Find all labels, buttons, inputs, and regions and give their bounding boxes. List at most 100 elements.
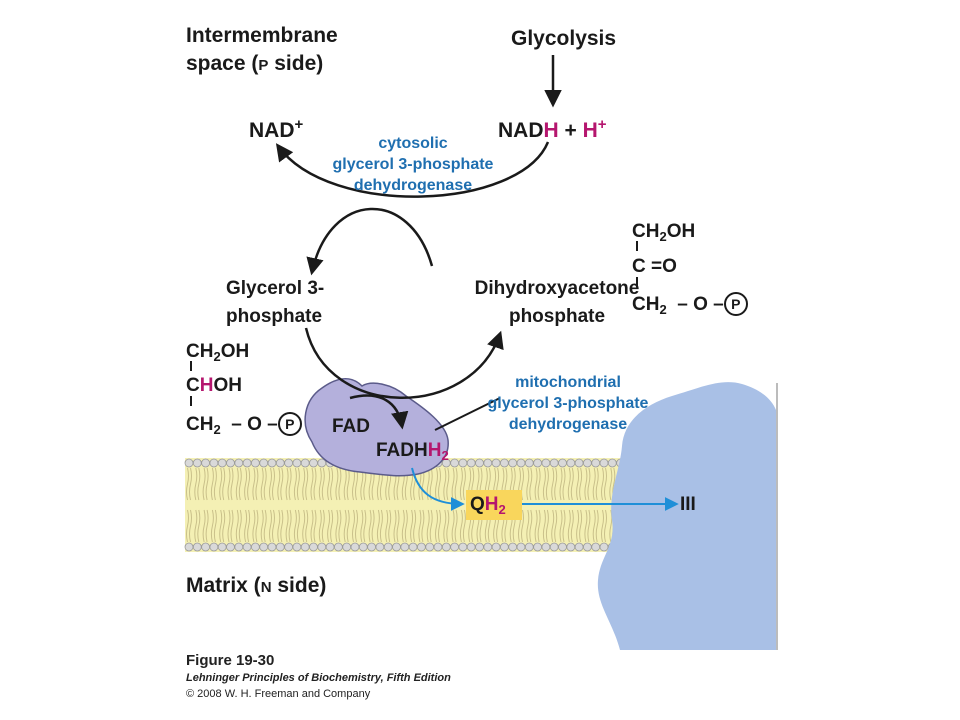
- lipid-tail: [194, 467, 198, 501]
- intermembrane-label-line2: space (P side): [186, 52, 324, 75]
- lipid-tail: [247, 509, 251, 543]
- lipid-tail: [454, 509, 458, 543]
- lipid-tail: [534, 509, 538, 543]
- lipid-tail: [604, 509, 607, 543]
- lipid-tail: [355, 467, 358, 501]
- lipid-tail: [244, 467, 248, 501]
- lipid-tail: [459, 509, 463, 543]
- lipid-tail: [335, 509, 339, 543]
- lipid-head: [234, 458, 244, 468]
- lipid-tail: [277, 509, 281, 543]
- lipid-tail: [330, 509, 334, 543]
- lipid-tail: [235, 509, 239, 543]
- lipid-head: [458, 542, 468, 552]
- lipid-head: [367, 542, 377, 552]
- lipid-head: [242, 458, 252, 468]
- lipid-tail: [385, 509, 389, 543]
- lipid-head: [533, 542, 542, 552]
- lipid-tail: [604, 467, 607, 501]
- lipid-tail: [584, 509, 588, 543]
- lipid-tail: [238, 467, 242, 501]
- lipid-tail: [338, 467, 342, 501]
- lipid-tail: [429, 467, 433, 501]
- lipid-head: [300, 542, 310, 552]
- lipid-head: [292, 458, 302, 468]
- lipid-tail: [189, 467, 192, 501]
- lipid-tail: [186, 509, 189, 543]
- lipid-head: [599, 542, 609, 552]
- lipid-tail: [302, 467, 306, 501]
- glycerol-3-phosphate-label: Glycerol 3- phosphate: [226, 278, 325, 327]
- lipid-head: [400, 542, 410, 552]
- lipid-tail: [210, 467, 214, 501]
- lipid-head: [242, 542, 252, 552]
- lipid-head: [516, 542, 526, 552]
- lipid-tail: [338, 509, 342, 543]
- lipid-tail: [559, 509, 563, 543]
- lipid-tail: [305, 467, 309, 501]
- lipid-tail: [230, 509, 234, 543]
- lipid-head: [574, 542, 584, 552]
- lipid-tail: [393, 509, 397, 543]
- lipid-tail: [197, 467, 201, 501]
- lipid-tail: [318, 509, 322, 543]
- lipid-head: [458, 458, 468, 468]
- copyright: © 2008 W. H. Freeman and Company: [186, 688, 371, 700]
- lipid-head: [217, 458, 227, 468]
- lipid-tail: [576, 467, 580, 501]
- lipid-head: [574, 458, 584, 468]
- fad-label: FAD: [332, 416, 370, 437]
- lipid-tail: [443, 467, 447, 501]
- lipid-head: [416, 542, 426, 552]
- lipid-head: [267, 458, 277, 468]
- lipid-tail: [371, 509, 375, 543]
- mito-g3p-dehydrogenase-enzyme: [304, 377, 449, 477]
- nad-plus-label: NAD+: [249, 116, 304, 142]
- lipid-tail: [318, 467, 322, 501]
- nadh-h-label: NADH + H+: [498, 116, 607, 142]
- lipid-tail: [451, 509, 455, 543]
- lipid-tail: [368, 509, 372, 543]
- lipid-tail: [537, 509, 541, 543]
- lipid-tail: [252, 509, 256, 543]
- lipid-tail: [269, 467, 272, 501]
- lipid-head: [184, 458, 194, 468]
- lipid-tail: [554, 467, 558, 501]
- lipid-tail: [277, 467, 281, 501]
- lipid-tail: [213, 509, 217, 543]
- lipid-tail: [252, 467, 256, 501]
- lipid-tail: [521, 509, 524, 543]
- lipid-tail: [352, 509, 355, 543]
- lipid-tail: [435, 467, 438, 501]
- lipid-tail: [197, 509, 201, 543]
- lipid-head: [350, 542, 360, 552]
- lipid-tail: [545, 467, 549, 501]
- lipid-head: [466, 542, 476, 552]
- lipid-head: [209, 458, 219, 468]
- lipid-head: [317, 542, 327, 552]
- lipid-head: [201, 542, 211, 552]
- lipid-tail: [227, 467, 231, 501]
- lipid-tail: [388, 509, 392, 543]
- lipid-tail: [219, 467, 223, 501]
- lipid-head: [309, 542, 318, 552]
- lipid-tail: [269, 509, 272, 543]
- intermembrane-label-line1: Intermembrane: [186, 24, 338, 47]
- lipid-tail: [570, 467, 574, 501]
- mitochondrial-enzyme-label: mitochondrial glycerol 3-phosphate dehyd…: [487, 374, 649, 433]
- lipid-tail: [272, 467, 275, 501]
- complex-iii-protein: [597, 382, 776, 650]
- lipid-tail: [330, 467, 334, 501]
- lipid-tail: [584, 467, 588, 501]
- lipid-tail: [222, 509, 226, 543]
- lipid-tail: [421, 509, 425, 543]
- lipid-tail: [570, 509, 574, 543]
- lipid-tail: [462, 509, 466, 543]
- lipid-tail: [285, 509, 289, 543]
- lipid-tail: [526, 467, 530, 501]
- lipid-tail: [376, 509, 380, 543]
- lipid-tail: [210, 509, 214, 543]
- lipid-tail: [260, 467, 264, 501]
- lipid-tail: [235, 467, 239, 501]
